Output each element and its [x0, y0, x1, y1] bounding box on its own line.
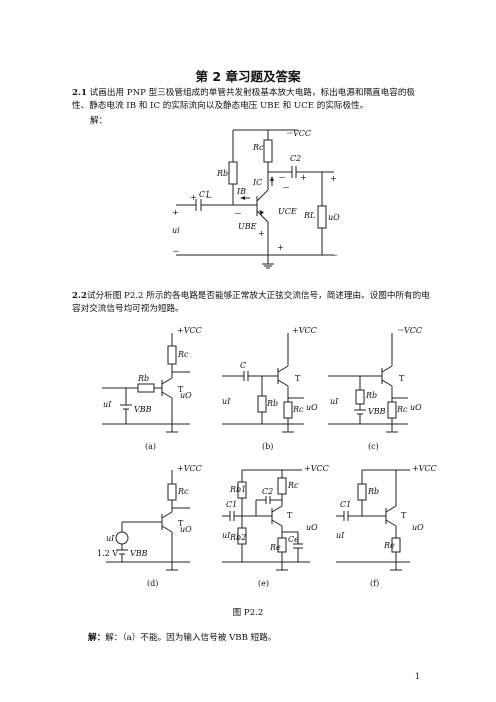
ui: uI — [222, 397, 231, 406]
question-2-2: 2.2试分析图 P2.2 所示的各电路是否能够正常放大正弦交流信号，简述理由。设… — [72, 290, 432, 316]
rc-label: Rc — [252, 143, 264, 152]
re: Re — [383, 541, 395, 550]
ube-label: UBE — [238, 222, 257, 231]
uce-label: UCE — [278, 207, 297, 216]
ui: uI — [103, 400, 112, 409]
ui: uI — [222, 531, 231, 540]
rb: Rb — [367, 487, 379, 496]
vbb: VBB — [130, 549, 148, 558]
t: T — [287, 511, 293, 520]
question-text: 试画出用 PNP 型三极管组成的单管共发射极基本放大电路，标出电源和隔直电容的极… — [72, 88, 416, 111]
c1: C1 — [226, 500, 237, 509]
uo-minus: － — [330, 251, 338, 260]
figure-caption: 图 P2.2 — [232, 608, 264, 618]
rc: Rc — [177, 350, 189, 359]
circuit-a: +VCC Rc Rb T uI VBB uO (a) — [102, 326, 202, 451]
rc: Rc — [396, 405, 408, 414]
uo-plus: + — [330, 174, 337, 183]
c1-plus: + — [190, 193, 197, 202]
label-f: (f) — [370, 579, 379, 588]
ic-label: IC — [252, 178, 262, 187]
rb: Rb — [365, 391, 377, 400]
circuit-e: +VCC Rb1 Rb2 Rc C2 C1 T Re Ce uI uO (e) — [222, 464, 329, 588]
rl-label: RL — [303, 211, 315, 220]
ui: uI — [330, 397, 339, 406]
uce-plus: + — [277, 243, 284, 252]
answer-label: 解： — [88, 633, 106, 643]
uce-minus: － — [282, 183, 290, 192]
circuit-b: +VCC C T Rb Rc uI uO (b) — [222, 326, 318, 451]
label-a: (a) — [145, 442, 156, 451]
ui: uI — [336, 531, 345, 540]
ube-minus: － — [234, 209, 242, 218]
circuit-c: －VCC T Rb VBB Rc uI uO (c) — [328, 326, 422, 451]
t: T — [401, 511, 407, 520]
t: T — [399, 374, 405, 383]
rb1: Rb1 — [229, 485, 246, 494]
question-text: 试分析图 P2.2 所示的各电路是否能够正常放大正弦交流信号，简述理由。设图中所… — [72, 291, 430, 314]
t: T — [178, 519, 184, 528]
rb: Rb — [266, 399, 278, 408]
v12: 1.2 V — [97, 549, 118, 558]
uo: uO — [306, 403, 318, 412]
ui-plus: + — [172, 208, 179, 217]
vcc: +VCC — [177, 464, 202, 473]
ube-plus: + — [258, 229, 265, 238]
circuit-f: +VCC Rb C1 T Re uI uO (f) — [336, 464, 437, 588]
c: C — [240, 361, 246, 370]
c1-minus: － — [205, 193, 213, 202]
vcc: +VCC — [177, 326, 202, 335]
vcc: －VCC — [396, 326, 422, 335]
question-number: 2.1 — [72, 88, 87, 98]
rc: Rc — [287, 481, 299, 490]
page-number: 1 — [414, 672, 420, 681]
question-number: 2.2 — [72, 291, 87, 301]
uo: uO — [306, 523, 318, 532]
ui-minus: － — [172, 247, 180, 256]
label-b: (b) — [262, 442, 273, 451]
uo: uO — [180, 391, 192, 400]
ib-label: IB — [236, 187, 246, 196]
rb2: Rb2 — [229, 533, 246, 542]
c2-plus: + — [300, 173, 307, 182]
answer-text: 解：解：（a）不能。因为输入信号被 VBB 短路。 — [88, 631, 276, 643]
uo-label: uO — [328, 213, 340, 222]
label-e: (e) — [258, 579, 269, 588]
vcc: +VCC — [412, 464, 437, 473]
t: T — [295, 374, 301, 383]
vcc-label: －VCC — [285, 129, 311, 138]
answer-body: 解：（a）不能。因为输入信号被 VBB 短路。 — [105, 633, 277, 643]
vbb: VBB — [368, 407, 386, 416]
c1: C1 — [340, 500, 351, 509]
c1-label: C1 — [199, 190, 210, 199]
rb-label: Rb — [216, 169, 228, 178]
uo: uO — [410, 403, 422, 412]
label-d: (d) — [147, 579, 158, 588]
vcc: +VCC — [292, 326, 317, 335]
rc: Rc — [292, 405, 304, 414]
vcc: +VCC — [304, 464, 329, 473]
rb: Rb — [137, 374, 149, 383]
t: T — [178, 385, 184, 394]
uo: uO — [180, 525, 192, 534]
ui-label: ui — [172, 226, 180, 235]
ce: Ce — [288, 535, 299, 544]
page-title: 第 2 章习题及答案 — [195, 69, 301, 84]
re: Re — [269, 543, 281, 552]
solution-label: 解： — [90, 116, 108, 126]
c2-label: C2 — [290, 154, 301, 163]
vbb: VBB — [134, 405, 152, 414]
label-c: (c) — [368, 442, 379, 451]
question-2-1: 2.1 试画出用 PNP 型三极管组成的单管共发射极基本放大电路，标出电源和隔直… — [72, 87, 432, 113]
uo: uO — [412, 523, 424, 532]
c2: C2 — [262, 487, 273, 496]
ui: uI — [106, 534, 115, 543]
c2-minus: － — [278, 173, 286, 182]
rc: Rc — [177, 487, 189, 496]
circuit-d: +VCC Rc T uI 1.2 V VBB uO (d) — [97, 464, 202, 588]
